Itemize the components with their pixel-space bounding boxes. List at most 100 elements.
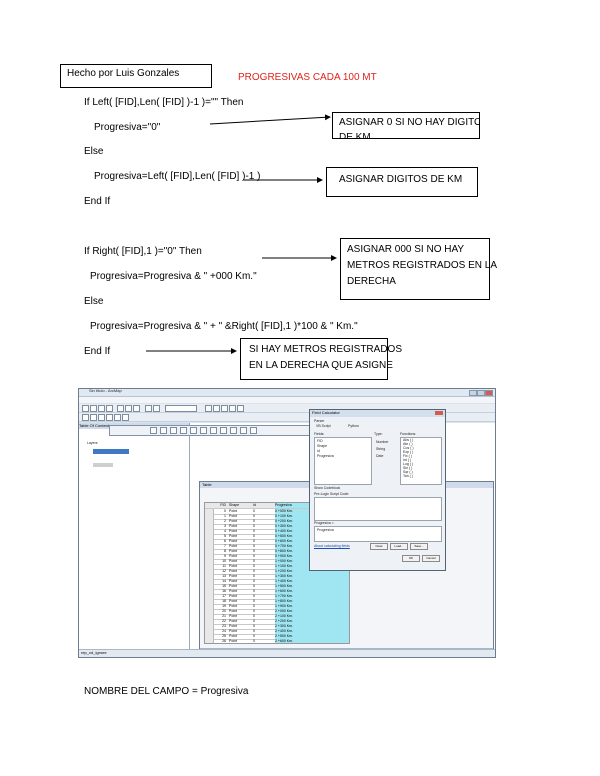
tool-icon-f[interactable]	[122, 414, 129, 421]
type-number[interactable]: Number	[376, 440, 389, 444]
zoom-out-icon[interactable]	[213, 405, 220, 412]
float-icon-6[interactable]	[200, 427, 207, 434]
tool-icon-a[interactable]	[82, 414, 89, 421]
func-item[interactable]: Sin ( )	[403, 466, 413, 470]
float-icon-1[interactable]	[150, 427, 157, 434]
float-icon-4[interactable]	[180, 427, 187, 434]
tool-icon-d[interactable]	[106, 414, 113, 421]
undo-icon[interactable]	[145, 405, 152, 412]
type-date[interactable]: Date	[376, 454, 384, 458]
cancel-button[interactable]: Cancel	[422, 555, 440, 562]
row-selector[interactable]	[205, 529, 214, 534]
row-selector[interactable]	[205, 589, 214, 594]
minimize-button[interactable]	[469, 390, 477, 396]
fields-list[interactable]: FID Shape Id Progresiva	[314, 437, 372, 485]
func-item[interactable]: Log ( )	[403, 462, 414, 466]
float-icon-9[interactable]	[230, 427, 237, 434]
tool-icon-b[interactable]	[90, 414, 97, 421]
col-fid[interactable]: FID	[220, 503, 226, 507]
identify-icon[interactable]	[229, 405, 236, 412]
row-selector[interactable]	[205, 534, 214, 539]
save-icon[interactable]	[98, 405, 105, 412]
row-selector[interactable]	[205, 554, 214, 559]
row-selector[interactable]	[205, 559, 214, 564]
field-item[interactable]: FID	[317, 439, 323, 443]
row-selector[interactable]	[205, 519, 214, 524]
paste-icon[interactable]	[133, 405, 140, 412]
open-icon[interactable]	[90, 405, 97, 412]
scale-dropdown[interactable]	[165, 405, 197, 412]
col-shape[interactable]: Shape	[229, 503, 240, 507]
clear-button[interactable]: Clear	[370, 543, 388, 550]
field-item[interactable]: Shape	[317, 444, 328, 448]
row-selector[interactable]	[205, 594, 214, 599]
float-icon-8[interactable]	[220, 427, 227, 434]
float-icon-10[interactable]	[240, 427, 247, 434]
float-icon-3[interactable]	[170, 427, 177, 434]
func-item[interactable]: Atn ( )	[403, 442, 413, 446]
float-icon-7[interactable]	[210, 427, 217, 434]
row-selector[interactable]	[205, 634, 214, 639]
toc-layer-2[interactable]	[93, 463, 113, 467]
row-selector[interactable]	[205, 544, 214, 549]
tool-icon-c[interactable]	[98, 414, 105, 421]
func-item[interactable]: Cos ( )	[403, 446, 414, 450]
row-selector[interactable]	[205, 514, 214, 519]
row-selector[interactable]	[205, 599, 214, 604]
func-item[interactable]: Int ( )	[403, 458, 412, 462]
col-id[interactable]: Id	[253, 503, 256, 507]
float-icon-5[interactable]	[190, 427, 197, 434]
toc-layers[interactable]: Layers	[87, 441, 98, 445]
row-selector[interactable]	[205, 574, 214, 579]
row-selector[interactable]	[205, 569, 214, 574]
row-selector[interactable]	[205, 584, 214, 589]
toc-layer-selected[interactable]	[93, 449, 129, 454]
cut-icon[interactable]	[117, 405, 124, 412]
parser-vbscript[interactable]: VB Script	[316, 424, 331, 428]
redo-icon[interactable]	[153, 405, 160, 412]
maximize-button[interactable]	[477, 390, 485, 396]
dialog-close-icon[interactable]	[435, 411, 443, 415]
row-selector[interactable]	[205, 524, 214, 529]
select-icon[interactable]	[237, 405, 244, 412]
row-selector[interactable]	[205, 579, 214, 584]
type-string[interactable]: String	[376, 447, 386, 451]
row-selector[interactable]	[205, 539, 214, 544]
row-selector[interactable]	[205, 624, 214, 629]
parser-python[interactable]: Python	[348, 424, 359, 428]
row-selector[interactable]	[205, 509, 214, 514]
close-button[interactable]	[485, 390, 493, 396]
zoom-in-icon[interactable]	[205, 405, 212, 412]
row-selector[interactable]	[205, 619, 214, 624]
expression-textarea[interactable]: Progresiva	[314, 526, 442, 542]
float-icon-2[interactable]	[160, 427, 167, 434]
field-item[interactable]: Progresiva	[317, 454, 334, 458]
copy-icon[interactable]	[125, 405, 132, 412]
row-selector[interactable]	[205, 614, 214, 619]
row-selector[interactable]	[205, 639, 214, 643]
row-selector[interactable]	[205, 629, 214, 634]
row-selector[interactable]	[205, 564, 214, 569]
func-item[interactable]: Abs ( )	[403, 438, 414, 442]
prelogic-code-textarea[interactable]	[314, 497, 442, 521]
save-button[interactable]: Save...	[410, 543, 428, 550]
float-icon-11[interactable]	[250, 427, 257, 434]
field-item[interactable]: Id	[317, 449, 320, 453]
tool-icon-e[interactable]	[114, 414, 121, 421]
about-link[interactable]: About calculating fields	[314, 544, 350, 548]
func-item[interactable]: Tan ( )	[403, 474, 413, 478]
new-icon[interactable]	[82, 405, 89, 412]
func-item[interactable]: Exp ( )	[403, 450, 414, 454]
pan-icon[interactable]	[221, 405, 228, 412]
load-button[interactable]: Load...	[390, 543, 408, 550]
row-selector[interactable]	[205, 609, 214, 614]
show-codeblock-checkbox[interactable]: Show Codeblock	[314, 486, 341, 490]
func-item[interactable]: Sqr ( )	[403, 470, 413, 474]
functions-list[interactable]: Abs ( ) Atn ( ) Cos ( ) Exp ( ) Fix ( ) …	[400, 437, 442, 485]
ok-button[interactable]: OK	[402, 555, 420, 562]
row-selector[interactable]	[205, 549, 214, 554]
row-selector[interactable]	[205, 604, 214, 609]
print-icon[interactable]	[106, 405, 113, 412]
func-item[interactable]: Fix ( )	[403, 454, 412, 458]
